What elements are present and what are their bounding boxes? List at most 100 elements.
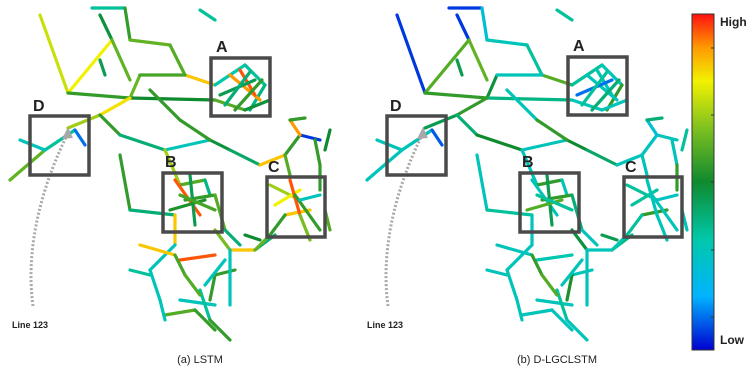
network-edge bbox=[645, 118, 659, 137]
network-edge bbox=[148, 243, 177, 272]
box-label-d: D bbox=[390, 98, 402, 115]
network-edge bbox=[365, 148, 404, 182]
highlight-box-a bbox=[209, 56, 272, 118]
network-edge bbox=[213, 268, 237, 277]
network-edge bbox=[128, 96, 217, 102]
network-edge bbox=[223, 228, 242, 247]
network-edge bbox=[535, 193, 574, 212]
highlight-box-d bbox=[28, 114, 91, 177]
network-edge bbox=[655, 193, 679, 202]
network-edge bbox=[455, 58, 464, 77]
network-edge bbox=[73, 128, 87, 147]
network-edge bbox=[640, 153, 649, 177]
network-edge bbox=[520, 148, 539, 187]
network-edge bbox=[118, 133, 167, 152]
box-label-a: A bbox=[216, 39, 228, 56]
network-edge bbox=[655, 133, 679, 142]
box-label-a: A bbox=[573, 38, 585, 55]
network-edge bbox=[198, 288, 212, 322]
network-edge bbox=[66, 113, 102, 130]
network-edge bbox=[485, 208, 534, 217]
network-edge bbox=[395, 13, 427, 95]
highlight-box-a bbox=[566, 55, 629, 117]
network-edge bbox=[138, 243, 177, 257]
colorbar-high-label: High bbox=[720, 15, 747, 29]
network-edge bbox=[555, 8, 574, 22]
network-edge bbox=[560, 178, 569, 197]
network-edge bbox=[615, 153, 644, 167]
network-edge bbox=[18, 138, 47, 152]
box-label-b: B bbox=[165, 154, 177, 171]
highlight-box-c bbox=[265, 175, 327, 239]
network-edge bbox=[118, 153, 132, 212]
network-edge bbox=[455, 13, 471, 42]
dotted-arrow bbox=[29, 132, 70, 307]
colorbar: High Low bbox=[691, 13, 747, 351]
network-edge bbox=[258, 153, 287, 167]
network-edge bbox=[467, 38, 489, 82]
network-edge bbox=[173, 253, 187, 277]
network-edge bbox=[213, 98, 247, 112]
colorbar-ticks bbox=[711, 47, 714, 318]
box-label-d: D bbox=[33, 98, 45, 115]
network-edge bbox=[183, 273, 202, 297]
network-edge bbox=[163, 148, 182, 187]
network-edge bbox=[535, 253, 574, 262]
network-edge bbox=[208, 318, 232, 342]
network-edge bbox=[243, 233, 262, 242]
box-label-c: C bbox=[625, 159, 637, 176]
network-edge bbox=[400, 128, 434, 152]
line-annotation: Line 123 bbox=[12, 320, 48, 330]
network-edge bbox=[223, 70, 252, 107]
network-edge bbox=[298, 193, 322, 202]
network-edge bbox=[233, 78, 264, 112]
network-edge bbox=[520, 138, 569, 152]
network-edge bbox=[178, 298, 217, 307]
box-label-c: C bbox=[268, 159, 280, 176]
network-edge bbox=[423, 113, 459, 130]
network-edge bbox=[208, 273, 217, 302]
panel-caption: (a) LSTM bbox=[177, 354, 223, 366]
network-edge bbox=[203, 178, 212, 197]
network-edge bbox=[485, 96, 574, 102]
network-edge bbox=[565, 318, 589, 342]
network-edge bbox=[128, 38, 172, 47]
network-edge bbox=[288, 118, 302, 137]
highlight-box-b bbox=[518, 171, 581, 234]
network-edge bbox=[505, 88, 539, 122]
network-edge bbox=[535, 298, 574, 307]
network-edge bbox=[98, 13, 114, 42]
line-123-annotation: Line 123 bbox=[367, 127, 428, 330]
network-edge bbox=[178, 253, 217, 262]
line-annotation: Line 123 bbox=[367, 320, 403, 330]
network-edge bbox=[163, 308, 197, 317]
network-edge bbox=[515, 298, 524, 322]
network-edge bbox=[505, 243, 534, 272]
network-edge bbox=[128, 73, 142, 100]
network-edge bbox=[520, 308, 554, 317]
panel-lstm: Line 123 A B C D (a) LSTM bbox=[8, 6, 332, 366]
network-edge bbox=[565, 138, 589, 152]
network-edge bbox=[430, 128, 444, 147]
network-edge bbox=[178, 178, 207, 187]
network-edge bbox=[148, 268, 162, 302]
network-edge bbox=[550, 308, 574, 332]
network-edge bbox=[475, 133, 524, 152]
highlight-box-c bbox=[622, 175, 684, 239]
network-edge bbox=[243, 98, 272, 112]
network-edge bbox=[555, 288, 569, 322]
network-edge bbox=[283, 153, 292, 177]
network-edge bbox=[193, 308, 217, 332]
network-edge bbox=[203, 258, 227, 287]
network-edge bbox=[670, 138, 679, 167]
network-edge bbox=[168, 43, 187, 77]
network-edge bbox=[540, 273, 559, 297]
network-edge bbox=[505, 268, 519, 302]
network-edge bbox=[128, 208, 177, 217]
arrow-head-icon bbox=[417, 127, 428, 139]
network-edge bbox=[66, 38, 114, 95]
network-edge bbox=[178, 118, 212, 142]
network-edge bbox=[283, 133, 302, 157]
network-edge bbox=[630, 188, 659, 207]
